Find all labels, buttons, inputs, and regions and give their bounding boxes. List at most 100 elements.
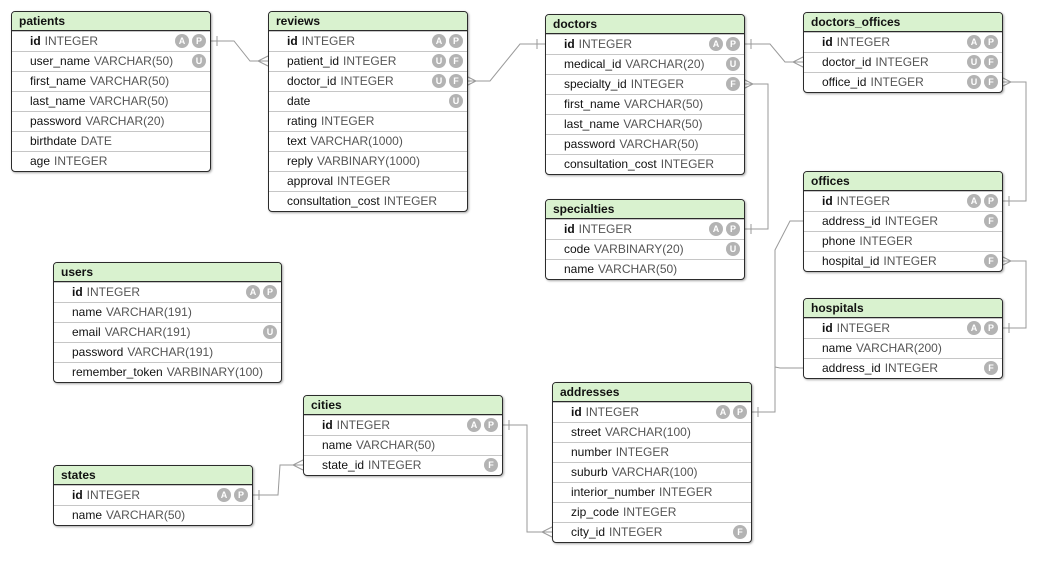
column-name: interior_number — [571, 485, 656, 499]
column-name: id — [72, 285, 83, 299]
column-type: VARCHAR(100) — [605, 425, 691, 439]
column-type: INTEGER — [578, 37, 633, 51]
auto-increment-badge-icon: A — [467, 418, 481, 432]
column-name: id — [564, 222, 575, 236]
column-type: VARBINARY(100) — [166, 365, 263, 379]
primary-key-badge-icon: P — [984, 194, 998, 208]
column-name: age — [30, 154, 51, 168]
column-type: INTEGER — [836, 194, 891, 208]
column-badges: F — [733, 525, 747, 540]
column-type: VARCHAR(1000) — [310, 134, 403, 148]
column-type: INTEGER — [609, 525, 663, 539]
relationship-line — [743, 43, 803, 63]
unique-badge-icon: U — [967, 55, 981, 69]
column-type: VARCHAR(50) — [598, 262, 678, 276]
column-type: INTEGER — [337, 174, 391, 188]
column-type: INTEGER — [623, 505, 677, 519]
column-name: code — [564, 242, 591, 256]
auto-increment-badge-icon: A — [709, 37, 723, 51]
column-type: INTEGER — [54, 154, 108, 168]
column-type: INTEGER — [875, 55, 929, 69]
column-type: INTEGER — [884, 214, 939, 228]
foreign-key-badge-icon: F — [726, 77, 740, 91]
column-badges: U — [726, 242, 740, 257]
column-type: VARCHAR(50) — [94, 54, 174, 68]
relationship-line — [251, 464, 303, 496]
column-name: suburb — [571, 465, 608, 479]
column-name: hospital_id — [822, 254, 880, 268]
column-name: consultation_cost — [287, 194, 380, 208]
column-badges: U — [263, 325, 277, 340]
table-title: hospitals — [804, 299, 1002, 318]
